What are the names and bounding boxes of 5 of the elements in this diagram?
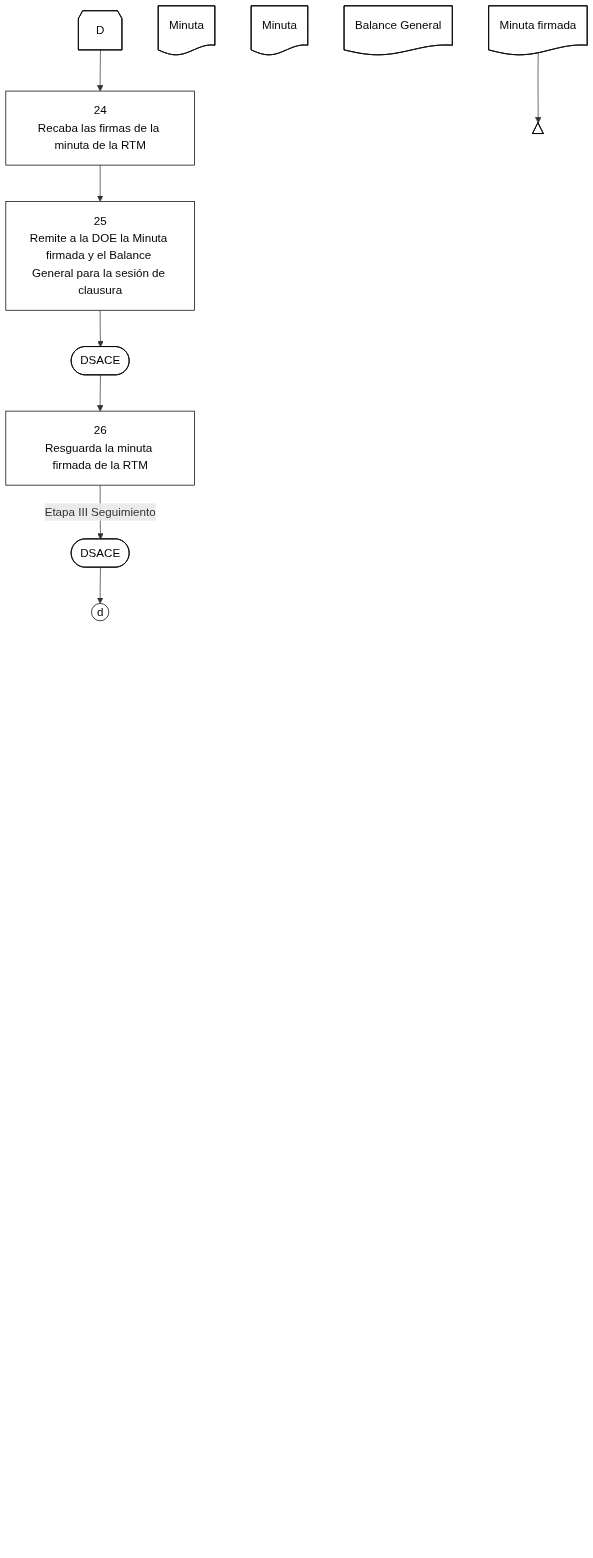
node-circle: d [91,603,110,622]
node-box: 25 Remite a la DOE la Minuta firmada y el Balance General para la sesión de clausura [5,201,195,311]
node-box: 26 Resguarda la minuta firmada de la RTM [5,410,195,486]
edge-label: Etapa III Seguimiento [44,505,156,518]
node-box: 24 Recaba las firmas de la minuta de la RTM [5,90,195,166]
